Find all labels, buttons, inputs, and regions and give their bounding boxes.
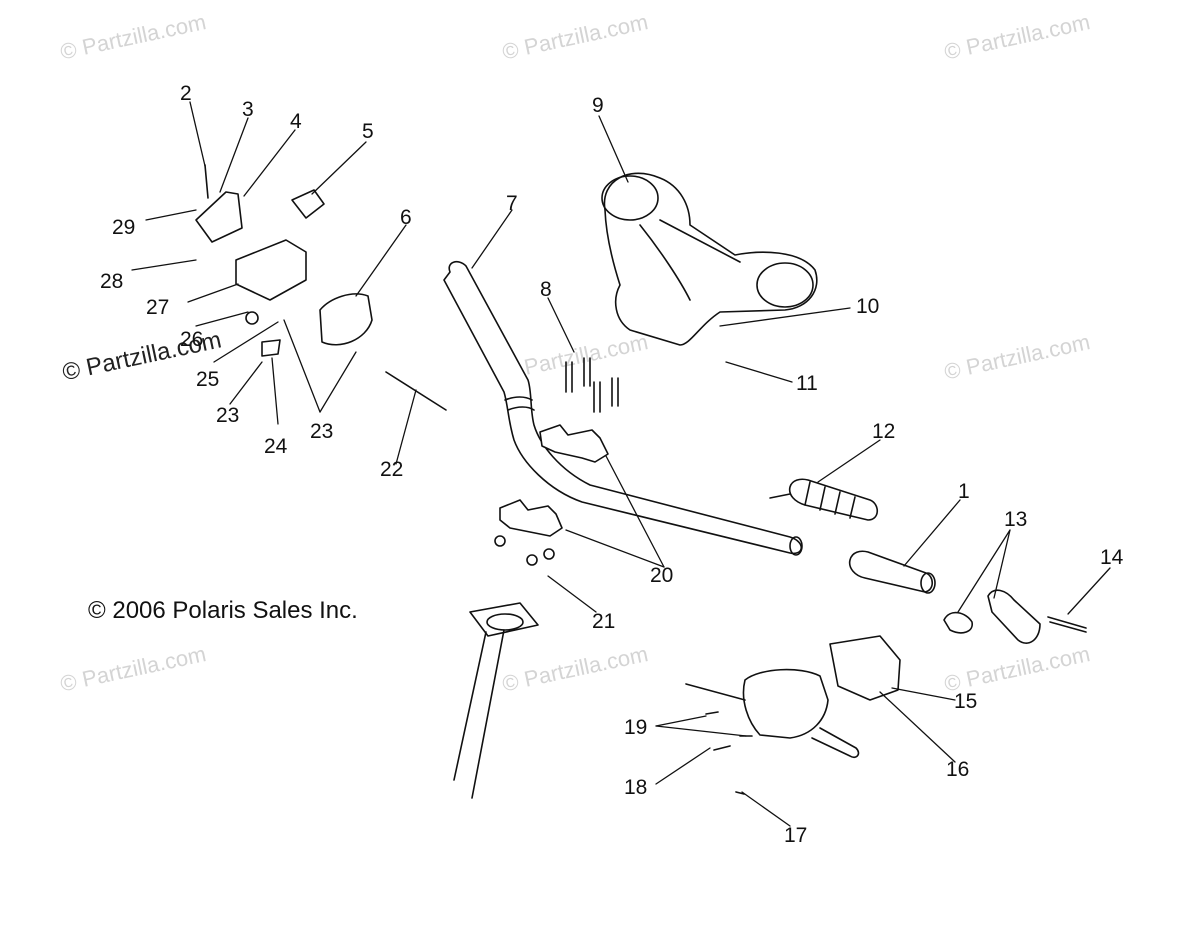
clamp-bolts	[565, 357, 619, 413]
callout-14: 14	[1100, 546, 1124, 569]
switch-assembly	[195, 164, 447, 411]
callout-6: 6	[400, 206, 412, 229]
grip-left	[769, 478, 879, 521]
callout-24: 24	[264, 435, 288, 458]
callout-11: 11	[796, 372, 818, 395]
handlebar-pod	[601, 172, 818, 346]
callout-19: 19	[624, 716, 647, 739]
steering-post	[453, 602, 539, 799]
handlebar-clamp	[494, 424, 609, 566]
callout-15: 15	[954, 690, 977, 713]
callout-18: 18	[624, 776, 647, 799]
callout-23: 23	[216, 404, 239, 427]
callout-2: 2	[180, 82, 192, 105]
callout-leaders	[131, 101, 1111, 827]
callout-16: 16	[946, 758, 969, 781]
mirror-mount	[943, 589, 1087, 644]
callout-1: 1	[958, 480, 970, 503]
callout-28: 28	[100, 270, 123, 293]
callout-22: 22	[380, 458, 403, 481]
callout-3: 3	[242, 98, 254, 121]
callout-labels: 1 2 3 4 5 6 7 8 9 10 11 12 13 14 15 16 1…	[100, 82, 1124, 847]
callout-20: 20	[650, 564, 673, 587]
callout-23: 23	[310, 420, 333, 443]
callout-7: 7	[506, 192, 518, 215]
callout-21: 21	[592, 610, 615, 633]
callout-25: 25	[196, 368, 219, 391]
callout-12: 12	[872, 420, 895, 443]
callout-27: 27	[146, 296, 169, 319]
callout-13: 13	[1004, 508, 1027, 531]
handlebar	[443, 260, 803, 556]
callout-10: 10	[856, 295, 879, 318]
callout-9: 9	[592, 94, 604, 117]
callout-4: 4	[290, 110, 302, 133]
callout-5: 5	[362, 120, 374, 143]
brake-throttle-assembly	[685, 635, 901, 795]
callout-8: 8	[540, 278, 552, 301]
grip-right	[848, 550, 936, 594]
callout-17: 17	[784, 824, 807, 847]
copyright-text: © 2006 Polaris Sales Inc.	[88, 597, 358, 624]
callout-26: 26	[180, 328, 203, 351]
callout-29: 29	[112, 216, 135, 239]
